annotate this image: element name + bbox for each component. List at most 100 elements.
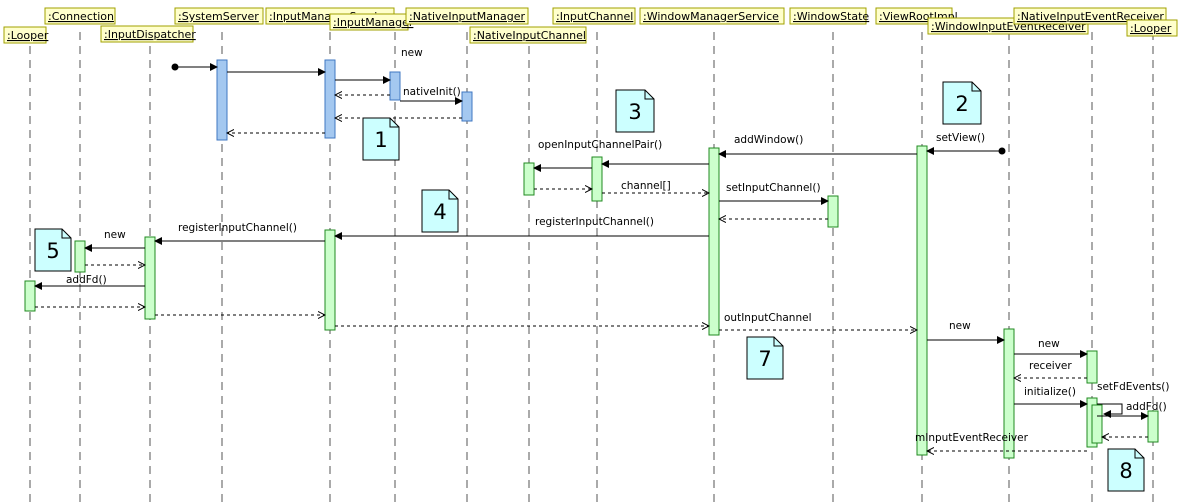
message-label: addFd() [66,274,107,286]
note-shape [34,228,72,272]
participant-nim: :NativeInputManager [405,7,529,25]
participant-sysserver: :SystemServer [174,7,264,25]
participant-wms: :WindowManagerService [639,7,785,25]
note-fold [1134,449,1144,459]
note-label: 8 [1119,459,1132,483]
message-label: mInputEventReceiver [915,432,1029,444]
message-arrow: new [335,47,423,84]
self-message-setfdevents: setFdEvents() [1097,381,1170,418]
note-fold [448,190,458,200]
note-shape [421,189,459,233]
participant-label: :WindowState [793,10,869,23]
note-6: 7 [746,336,784,380]
participant-box [3,26,47,44]
participant-connection: :Connection [44,7,116,25]
participant-label: :SystemServer [178,10,259,23]
participant-box [44,7,116,25]
note-shape [1107,448,1145,492]
note-fold [61,229,71,239]
participant-label: :Looper [7,29,49,42]
activation-bar [24,280,36,312]
message-arrow: receiver [1014,360,1087,378]
message-label: openInputChannelPair() [538,139,662,151]
message-arrow: openInputChannelPair() [538,139,709,168]
message-label: setView() [936,132,985,144]
participant-box [639,7,785,25]
note-label: 4 [433,200,446,224]
activation-bar [827,195,839,228]
activation-bar [523,162,535,196]
participant-label: :WindowManagerService [643,10,779,23]
participant-box [789,7,867,25]
message-arrow: initialize() [1014,386,1088,408]
note-1: 1 [362,117,400,161]
participant-label: :Looper [1130,22,1172,35]
note-shape [362,117,400,161]
participant-box [100,25,194,43]
activation-bar [389,71,401,101]
message-label: registerInputChannel() [178,222,297,234]
note-2: 2 [942,81,982,125]
message-arrow: outInputChannel [719,312,917,330]
activation-bar [144,236,156,320]
note-fold [644,90,654,100]
note-fold [773,337,783,347]
start-dot [171,63,179,71]
activation-bar [324,229,336,331]
message-arrow: setInputChannel() [719,182,829,205]
note-label: 2 [955,92,968,116]
message-label: new [104,229,126,241]
message-arrow: new [1014,338,1088,358]
activation-bar [1147,410,1159,443]
message-label: new [1038,338,1060,350]
participant-label: :NativeInputManager [409,10,525,23]
participant-label: :InputDispatcher [104,28,196,41]
note-label: 5 [46,239,59,263]
activation-bar [1086,350,1098,384]
message-arrow: mInputEventReceiver [915,432,1087,451]
note-label: 7 [758,347,771,371]
note-shape [746,336,784,380]
participant-label: :Connection [48,10,114,23]
message-arrow: addFd() [34,274,145,290]
message-arrow: registerInputChannel() [154,222,325,245]
participant-box [1126,19,1178,37]
note-label: 3 [628,100,641,124]
note-fold [389,118,399,128]
message-line [1097,403,1123,418]
activation-bar [1091,404,1103,444]
participant-box [174,7,264,25]
message-arrow: new [84,229,145,252]
activation-bar [74,240,86,273]
activation-bar [708,147,720,336]
message-label: registerInputChannel() [535,216,654,228]
participant-box [469,26,587,44]
participant-looper1: :Looper [3,26,49,44]
message-label: new [949,320,971,332]
message-arrow: new [927,320,1005,344]
message-arrow [171,63,218,71]
message-label: receiver [1029,360,1072,372]
note-shape [615,89,655,133]
message-arrow: registerInputChannel() [334,216,709,240]
note-3: 3 [615,89,655,133]
note-4: 4 [421,189,459,233]
message-label: initialize() [1024,386,1076,398]
activation-bar [916,145,928,456]
message-label: new [401,47,423,59]
participant-nic: :NativeInputChannel [469,26,587,44]
note-label: 1 [374,128,387,152]
message-label: setFdEvents() [1097,381,1170,393]
participant-ic: :InputChannel [552,7,636,25]
message-arrow: channel[] [602,180,709,193]
note-fold [971,82,981,92]
message-label: channel[] [621,180,671,192]
participant-label: :InputManager [333,16,414,29]
participant-box [552,7,636,25]
activation-bar [1003,328,1015,459]
message-arrow: addWindow() [718,134,917,158]
participant-ws: :WindowState [789,7,869,25]
message-label: outInputChannel [724,312,812,324]
message-label: nativeInit() [403,86,461,98]
